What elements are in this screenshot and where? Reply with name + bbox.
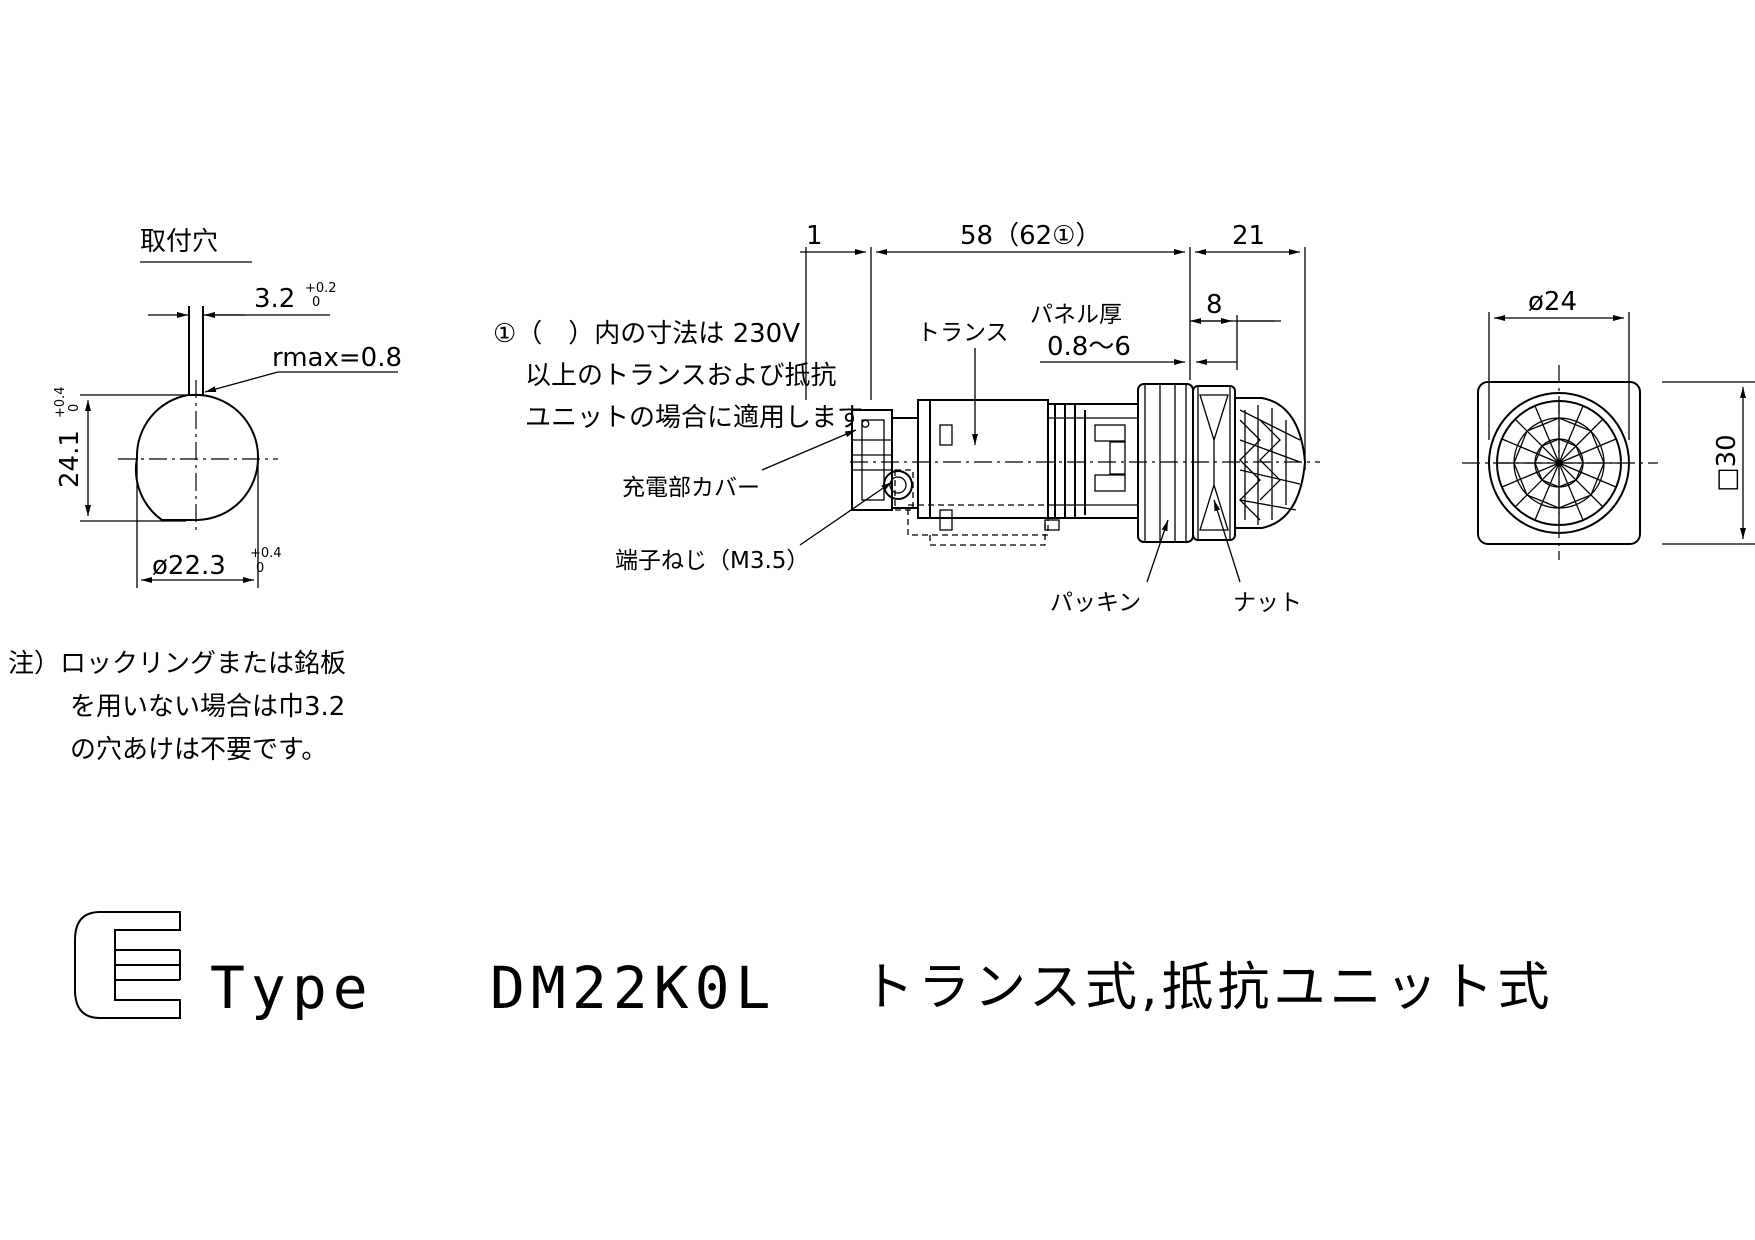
mounting-hole-view: 取付穴 3.2 +0.2 0 rmax=0.8 24.1 +0.4 0 ø22.… xyxy=(53,227,402,588)
front-diameter-value: ø24 xyxy=(1528,287,1577,317)
corner-radius-value: rmax=0.8 xyxy=(272,343,402,373)
slot-width-tol-lower: 0 xyxy=(312,295,320,310)
note-line-1: 注）ロックリングまたは銘板 xyxy=(8,649,346,679)
screw-leader xyxy=(799,481,893,546)
note-line-3: の穴あけは不要です。 xyxy=(70,735,327,765)
diameter-tol-upper: +0.4 xyxy=(250,546,282,561)
panel-range-value: 0.8～6 xyxy=(1047,332,1131,362)
dim-head-value: 21 xyxy=(1232,221,1265,251)
dim-left-value: 1 xyxy=(806,221,823,251)
mounting-hole-title: 取付穴 xyxy=(140,227,218,257)
connector-section xyxy=(1044,403,1139,531)
height-tol-upper: +0.4 xyxy=(53,386,68,418)
height-tol-lower: 0 xyxy=(67,404,82,412)
lens-dome xyxy=(1234,397,1307,529)
dim-body-value: 58（62①） xyxy=(960,221,1101,251)
title-description: トランス式,抵抗ユニット式 xyxy=(862,958,1554,1018)
cover-label: 充電部カバー xyxy=(622,475,760,501)
front-square-value: □30 xyxy=(1712,434,1742,492)
footnote-line-3: ユニットの場合に適用します。 xyxy=(525,403,886,433)
front-view: ø24 □30 xyxy=(1462,287,1755,560)
packing-leader xyxy=(1146,519,1169,583)
side-view: 1 58（62①） 21 8 パネル厚 0.8～6 ①（ ）内の寸法は 230V… xyxy=(493,221,1320,616)
footnote-line-1: ①（ ）内の寸法は 230V xyxy=(493,319,800,349)
note-block: 注）ロックリングまたは銘板 を用いない場合は巾3.2 の穴あけは不要です。 xyxy=(8,649,346,765)
panel-thickness-label: パネル厚 xyxy=(1030,302,1122,328)
packing-label: パッキン xyxy=(1050,590,1141,616)
packing xyxy=(1137,383,1194,543)
nut-label: ナット xyxy=(1233,590,1302,616)
cover-leader xyxy=(761,429,857,471)
radius-leader xyxy=(204,371,279,393)
title-block: Type DM22K0L トランス式,抵抗ユニット式 xyxy=(74,911,1554,1022)
mounting-hole-outline xyxy=(134,393,260,521)
title-type-word: Type xyxy=(210,954,374,1022)
footnote-line-2: 以上のトランスおよび抵抗 xyxy=(525,361,836,391)
height-value: 24.1 xyxy=(55,430,85,488)
brand-logo xyxy=(74,911,181,1019)
title-model: DM22K0L xyxy=(490,954,776,1022)
screw-label: 端子ねじ（M3.5） xyxy=(615,548,809,574)
dim-panel-value: 8 xyxy=(1206,290,1223,320)
slot-width-tol-upper: +0.2 xyxy=(305,281,337,296)
transformer-label: トランス xyxy=(917,320,1009,346)
nut xyxy=(1192,385,1236,541)
diameter-value: ø22.3 xyxy=(152,551,226,581)
slot-width-value: 3.2 xyxy=(254,284,295,314)
transformer-body xyxy=(907,399,1049,546)
diameter-tol-lower: 0 xyxy=(256,561,264,576)
note-line-2: を用いない場合は巾3.2 xyxy=(70,692,345,722)
nut-leader xyxy=(1213,499,1241,583)
